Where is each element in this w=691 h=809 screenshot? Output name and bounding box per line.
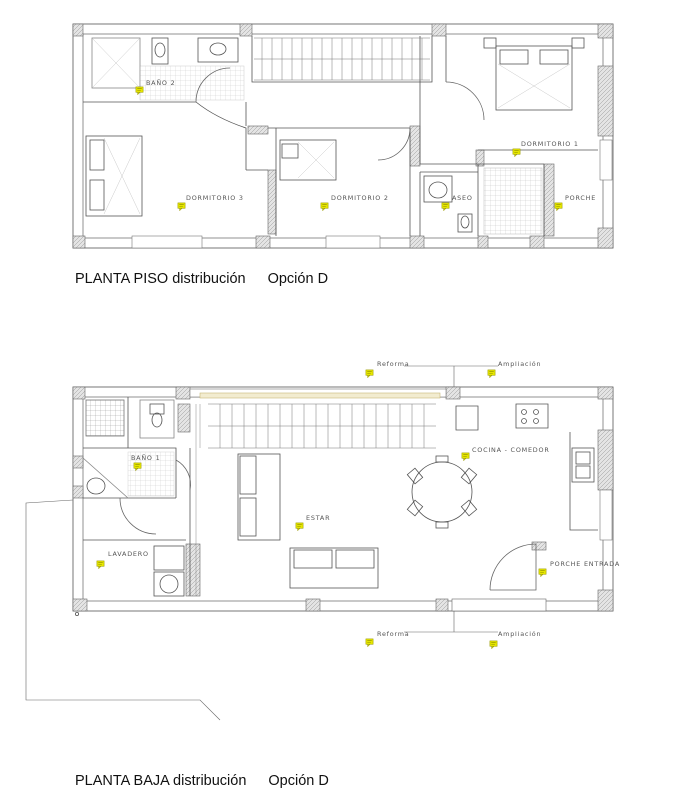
label-porche-entrada: PORCHE ENTRADA — [550, 560, 620, 568]
bed-dormitorio-1 — [495, 45, 573, 111]
caption-planta-piso-option: Opción D — [267, 271, 329, 287]
caption-planta-baja-title: PLANTA BAJA distribución — [75, 773, 247, 789]
note-marker-icon[interactable] — [512, 148, 521, 157]
label-bano-2: BAÑO 2 — [146, 78, 175, 87]
note-marker-icon[interactable] — [177, 202, 186, 211]
bed-dormitorio-2 — [279, 139, 337, 181]
caption-planta-piso-title: PLANTA PISO distribución — [75, 271, 246, 287]
note-ampliacion-top: Ampliación — [498, 360, 541, 368]
label-aseo: ASEO — [452, 194, 473, 202]
label-estar: ESTAR — [306, 514, 330, 522]
sofa-estar-bottom — [289, 547, 379, 589]
note-marker-icon[interactable] — [461, 452, 470, 461]
caption-planta-baja-option: Opción D — [268, 773, 329, 789]
label-bano-1: BAÑO 1 — [131, 453, 160, 462]
note-marker-icon[interactable] — [96, 560, 105, 569]
dining-table — [411, 461, 473, 523]
note-marker-icon[interactable] — [554, 202, 563, 211]
note-reforma-top: Reforma — [377, 360, 410, 368]
lower-outer-wall — [72, 386, 614, 612]
note-marker-icon[interactable] — [295, 522, 304, 531]
label-dormitorio-2: DORMITORIO 2 — [331, 194, 389, 202]
note-marker-icon[interactable] — [538, 568, 547, 577]
note-marker-icon[interactable] — [320, 202, 329, 211]
note-marker-icon[interactable] — [489, 640, 498, 649]
note-marker-icon[interactable] — [441, 202, 450, 211]
label-cocina-comedor: COCINA - COMEDOR — [472, 446, 550, 454]
label-dormitorio-1: DORMITORIO 1 — [521, 140, 579, 148]
label-porche: PORCHE — [565, 194, 596, 202]
note-marker-icon[interactable] — [365, 638, 374, 647]
note-reforma-bottom: Reforma — [377, 630, 410, 638]
bed-dormitorio-3 — [85, 135, 143, 217]
caption-planta-baja: PLANTA BAJA distribución Opción D — [75, 773, 329, 789]
note-marker-icon[interactable] — [365, 369, 374, 378]
note-marker-icon[interactable] — [487, 369, 496, 378]
note-ampliacion-bottom: Ampliación — [498, 630, 541, 638]
label-lavadero: LAVADERO — [108, 550, 149, 558]
label-dormitorio-3: DORMITORIO 3 — [186, 194, 244, 202]
upper-floor-plan — [72, 23, 614, 249]
lower-floor-plan — [25, 365, 614, 721]
sofa-estar-left — [237, 453, 281, 541]
caption-planta-piso: PLANTA PISO distribución Opción D — [75, 271, 328, 287]
